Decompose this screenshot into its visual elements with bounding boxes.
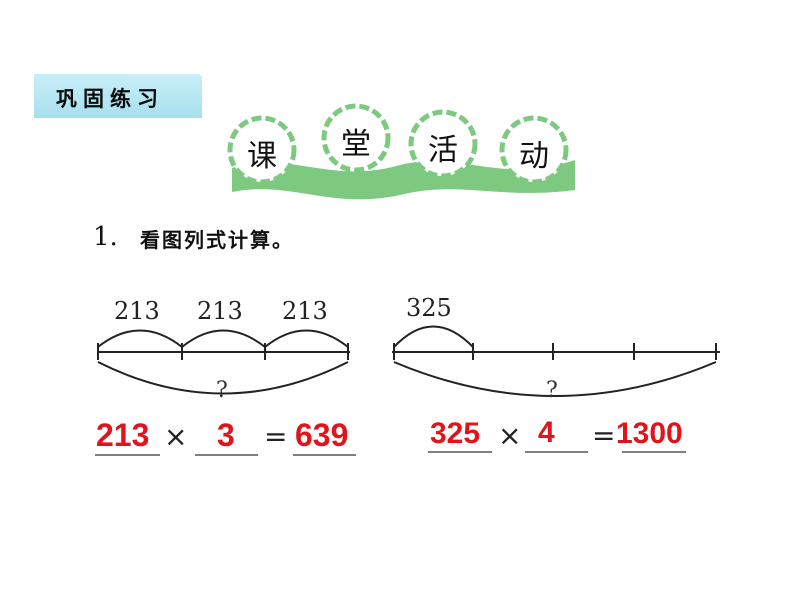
left-total-brace [97, 361, 349, 395]
answer-blanks [95, 451, 686, 456]
left-arc-1 [97, 329, 183, 348]
badge-ke [227, 115, 297, 185]
left-times-sign: × [164, 420, 188, 453]
banner-ribbon [232, 160, 575, 200]
section-tag: 巩固练习 [34, 74, 202, 118]
left-segment-label-3: 213 [282, 297, 328, 325]
activity-banner [227, 103, 575, 200]
diagram-right [392, 325, 720, 397]
badge-char-3: 活 [428, 133, 458, 168]
left-segment-label-2: 213 [197, 297, 243, 325]
left-factor1: 213 [96, 417, 150, 453]
left-equals-sign: = [264, 420, 288, 453]
diagram-left [97, 329, 350, 395]
badge-tang [321, 103, 391, 173]
right-total-question: ? [546, 378, 558, 403]
badge-dong [499, 115, 569, 185]
right-product: 1300 [616, 417, 683, 450]
left-factor2: 3 [217, 417, 235, 453]
left-total-question: ? [216, 378, 228, 403]
right-factor1: 325 [430, 417, 481, 450]
section-tag-label: 巩固练习 [56, 87, 164, 111]
right-times-sign: × [498, 419, 522, 452]
question-number: 1. [93, 222, 118, 252]
question-instruction: 看图列式计算。 [140, 228, 294, 252]
badge-huo [408, 109, 478, 179]
left-arc-3 [264, 329, 349, 348]
left-segment-label-1: 213 [114, 297, 160, 325]
badge-char-1: 课 [247, 139, 277, 174]
badge-char-2: 堂 [341, 127, 371, 162]
right-arc-1 [393, 325, 474, 348]
right-equals-sign: = [592, 419, 616, 452]
badge-char-4: 动 [519, 139, 549, 174]
left-product: 639 [295, 417, 349, 453]
left-arc-2 [181, 329, 266, 348]
right-factor2: 4 [538, 416, 555, 449]
right-segment-label-1: 325 [406, 294, 452, 322]
right-total-brace [393, 361, 717, 397]
